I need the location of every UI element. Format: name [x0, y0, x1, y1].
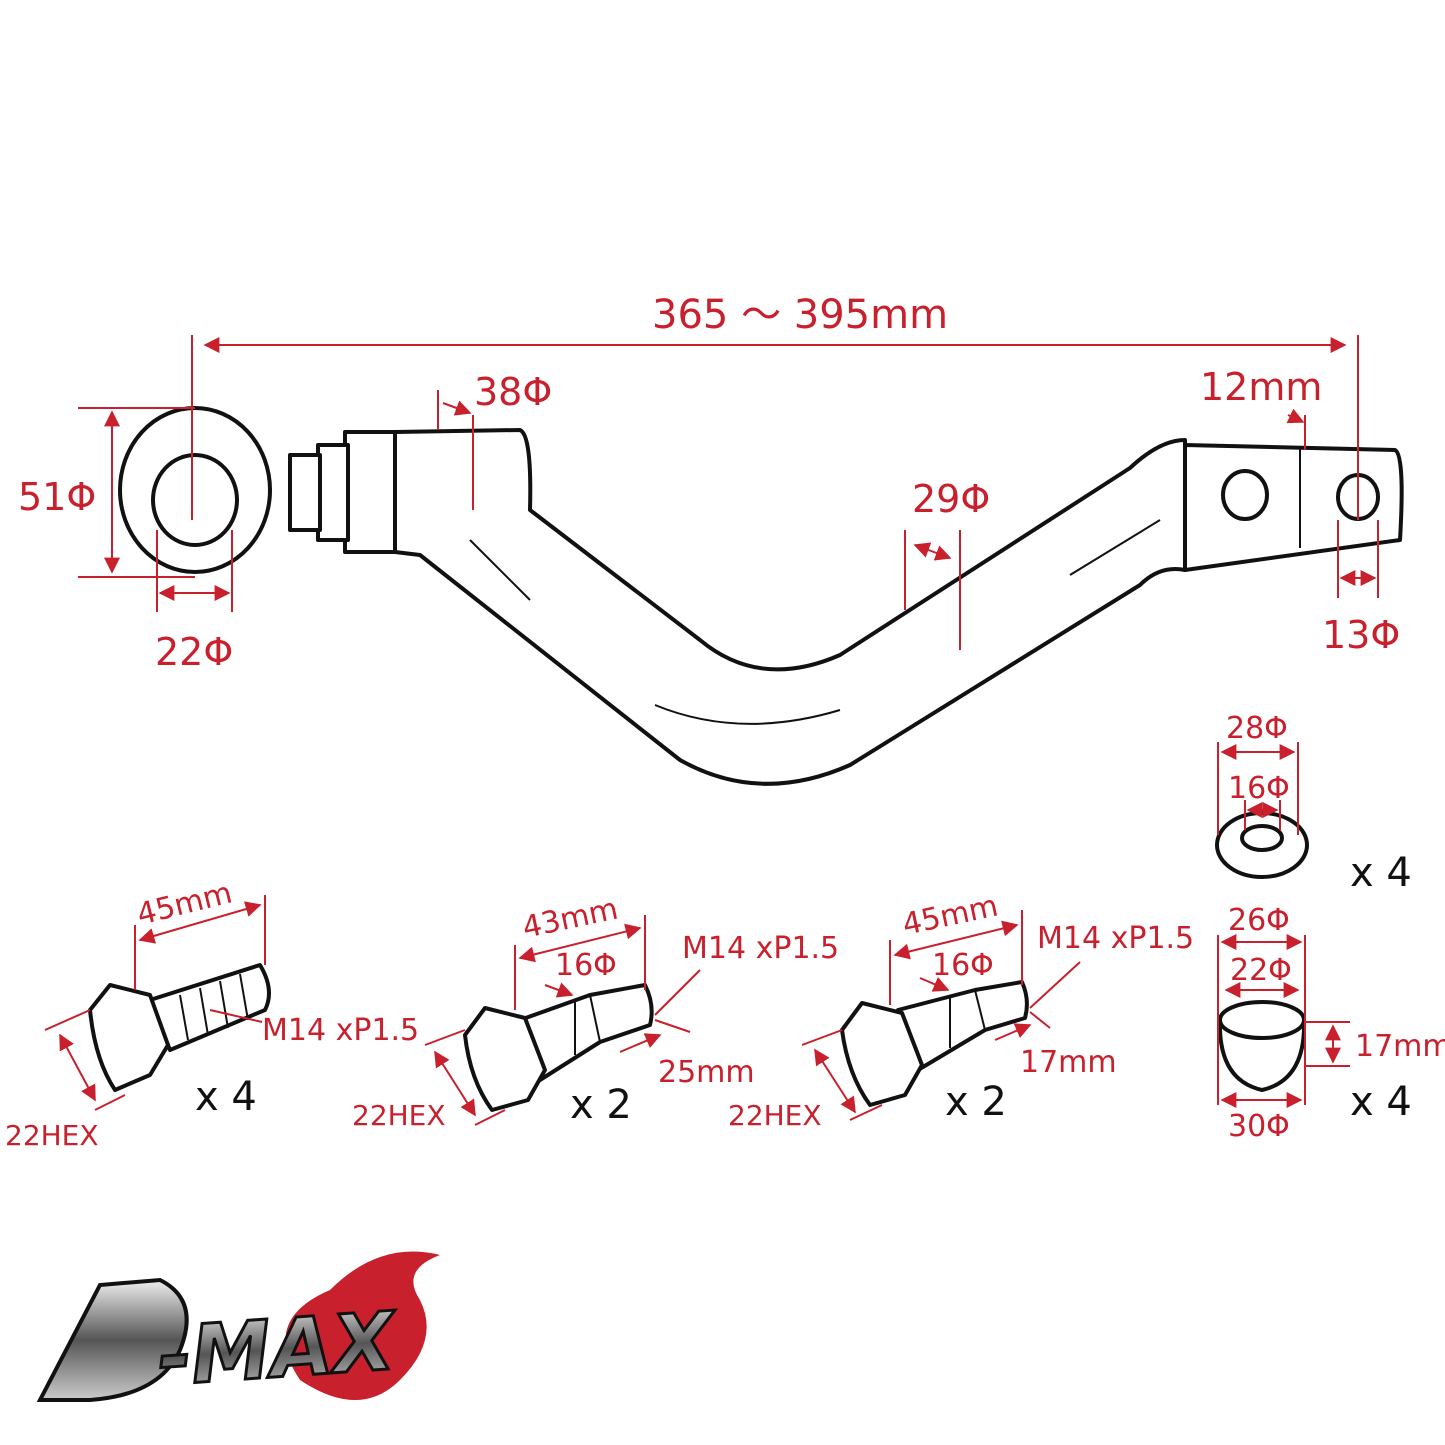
bolt-2-qty: x 2: [570, 1082, 632, 1128]
bolt-3-length-label: 45mm: [899, 889, 1001, 943]
tube-diameter-label: 29Φ: [912, 477, 990, 521]
bolt-3-thread-length-label: 17mm: [1020, 1045, 1117, 1080]
eye-outer-label: 51Φ: [18, 475, 96, 519]
washer-inner-label: 16Φ: [1228, 771, 1290, 806]
bolt-2-thread-length-label: 25mm: [658, 1055, 755, 1090]
bolt-1-qty: x 4: [195, 1074, 257, 1120]
bushing-qty: x 4: [1350, 1079, 1412, 1125]
bushing-bottom-label: 30Φ: [1228, 1109, 1290, 1144]
bushing-height-label: 17mm: [1355, 1029, 1445, 1064]
bushing-top-inner-label: 22Φ: [1230, 953, 1292, 988]
bolt-3-qty: x 2: [945, 1079, 1007, 1125]
bolt-2-hex-label: 22HEX: [352, 1099, 446, 1132]
dmax-logo: -MAX: [36, 1251, 440, 1405]
adjustable-arm: [118, 406, 1404, 786]
bolt-3-shoulder-label: 16Φ: [932, 948, 994, 983]
bolt-1-length-label: 45mm: [133, 875, 235, 932]
washer-qty: x 4: [1350, 850, 1412, 896]
bolt-1-hex-label: 22HEX: [5, 1119, 99, 1152]
clevis-thickness-label: 12mm: [1200, 365, 1322, 409]
clevis-hole-label: 13Φ: [1322, 613, 1400, 657]
bolt-2-shoulder-label: 16Φ: [555, 948, 617, 983]
bolt-2-thread-label: M14 xP1.5: [682, 931, 839, 966]
bushing-top-outer-label: 26Φ: [1228, 903, 1290, 938]
bolt-2: [424, 915, 701, 1126]
bolt-1-thread-label: M14 xP1.5: [262, 1013, 419, 1048]
svg-text:-MAX: -MAX: [155, 1294, 401, 1403]
washer: [1215, 742, 1309, 879]
bolt-3-thread-label: M14 xP1.5: [1037, 921, 1194, 956]
arm-dimensions: [78, 335, 1379, 650]
bushing: [1217, 934, 1350, 1108]
bolt-3: [801, 910, 1081, 1121]
bolt-3-hex-label: 22HEX: [728, 1099, 822, 1132]
bolt-1: [44, 895, 271, 1111]
eye-inner-label: 22Φ: [155, 630, 233, 674]
washer-outer-label: 28Φ: [1226, 711, 1288, 746]
overall-length-label: 365 ～ 395mm: [652, 292, 948, 338]
bolt-2-length-label: 43mm: [519, 892, 621, 946]
body-diameter-label: 38Φ: [474, 370, 552, 414]
